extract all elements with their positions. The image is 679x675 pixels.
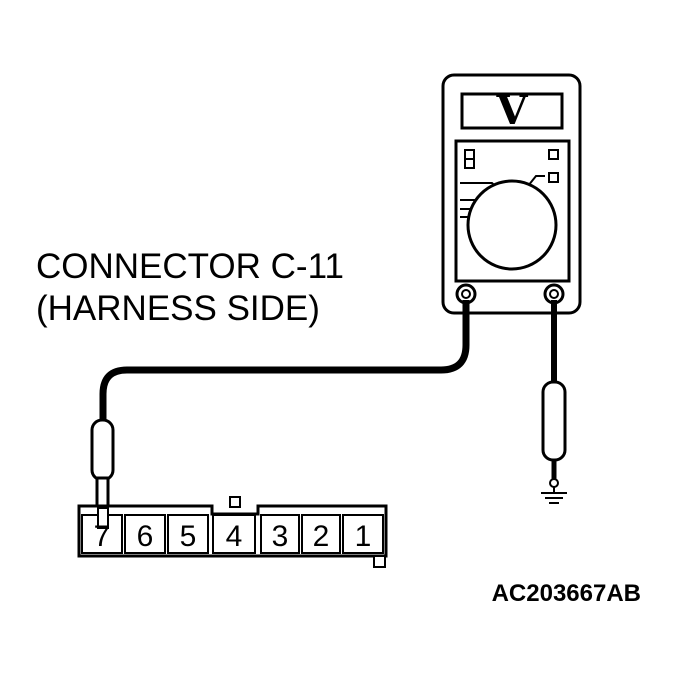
probe-right: [541, 380, 567, 488]
pin-1-label: 1: [355, 520, 372, 553]
meter-unit-label: V: [495, 87, 528, 134]
pin-5-label: 5: [180, 520, 197, 553]
pin-6-label: 6: [137, 520, 154, 553]
ground-icon: [541, 487, 567, 504]
figure-id: AC203667AB: [492, 580, 641, 607]
test-lead-left: [99, 300, 470, 420]
indicator-right-icon: [548, 149, 559, 160]
probe-left: [90, 418, 115, 516]
connector-label-line2: (HARNESS SIDE): [36, 289, 320, 328]
pin-7-label: 7: [94, 520, 111, 553]
meter-display: [460, 92, 564, 130]
pin-4-label: 4: [226, 520, 243, 553]
pin-3-label: 3: [272, 520, 289, 553]
indicator-right-icon-2: [548, 172, 559, 183]
rotary-dial: [466, 179, 558, 271]
pin-cells: [81, 514, 384, 554]
indicator-left-icon-2: [464, 158, 475, 169]
connector-c11: 7 6 5 4 3 2 1: [77, 496, 388, 568]
connector-label-line1: CONNECTOR C-11: [36, 247, 344, 286]
multimeter: V: [441, 73, 582, 315]
indicator-left-icon: [464, 149, 475, 160]
pin-2-label: 2: [313, 520, 330, 553]
